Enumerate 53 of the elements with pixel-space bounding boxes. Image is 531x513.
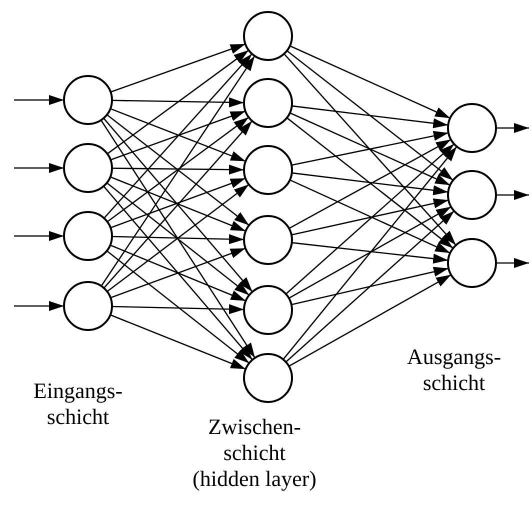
arrow	[291, 266, 449, 306]
arrow	[104, 53, 252, 219]
arrow	[292, 172, 448, 196]
layer-label: Eingangs- schicht	[32, 378, 124, 430]
arrow	[290, 179, 450, 254]
neuron-circle	[243, 145, 293, 195]
arrow	[286, 117, 454, 249]
layer-label: Zwischen- schicht (hidden layer)	[192, 414, 318, 492]
arrow	[285, 144, 455, 294]
arrow	[112, 97, 244, 108]
arrow	[103, 186, 253, 360]
neuron-circle	[447, 103, 497, 153]
neuron-circle	[63, 75, 113, 125]
neuron-circle	[243, 78, 293, 128]
arrow	[285, 210, 455, 362]
arrow	[282, 146, 458, 360]
arrow	[110, 43, 246, 93]
arrow	[14, 301, 64, 311]
arrow	[291, 198, 449, 236]
arrow	[496, 258, 529, 268]
neuron-circle	[243, 353, 293, 403]
layer-label: Ausgangs- schicht	[406, 344, 502, 396]
arrow	[288, 274, 452, 367]
arrow	[292, 105, 448, 128]
arrow	[106, 250, 250, 364]
neuron-circle	[63, 143, 113, 193]
arrow	[292, 242, 448, 264]
arrow	[288, 138, 452, 230]
arrow	[100, 120, 256, 358]
neuron-circle	[243, 11, 293, 61]
arrow	[100, 56, 256, 286]
neuron-circle	[243, 285, 293, 335]
arrow	[112, 234, 244, 244]
arrow	[14, 231, 64, 241]
neuron-circle	[63, 211, 113, 261]
arrow	[14, 163, 64, 173]
arrow	[14, 95, 64, 105]
neuron-circle	[447, 170, 497, 220]
neuron-circle	[63, 281, 113, 331]
arrow	[290, 45, 450, 119]
arrow	[291, 130, 449, 166]
arrow	[496, 123, 529, 133]
arrow	[290, 112, 450, 186]
neuron-circle	[243, 215, 293, 265]
arrow	[286, 50, 454, 181]
arrow	[288, 206, 452, 299]
arrow	[496, 190, 529, 200]
neuron-circle	[447, 238, 497, 288]
arrow	[110, 314, 246, 370]
arrow	[112, 304, 244, 314]
arrow	[284, 53, 456, 246]
arrow	[106, 50, 250, 154]
arrow	[112, 164, 244, 175]
